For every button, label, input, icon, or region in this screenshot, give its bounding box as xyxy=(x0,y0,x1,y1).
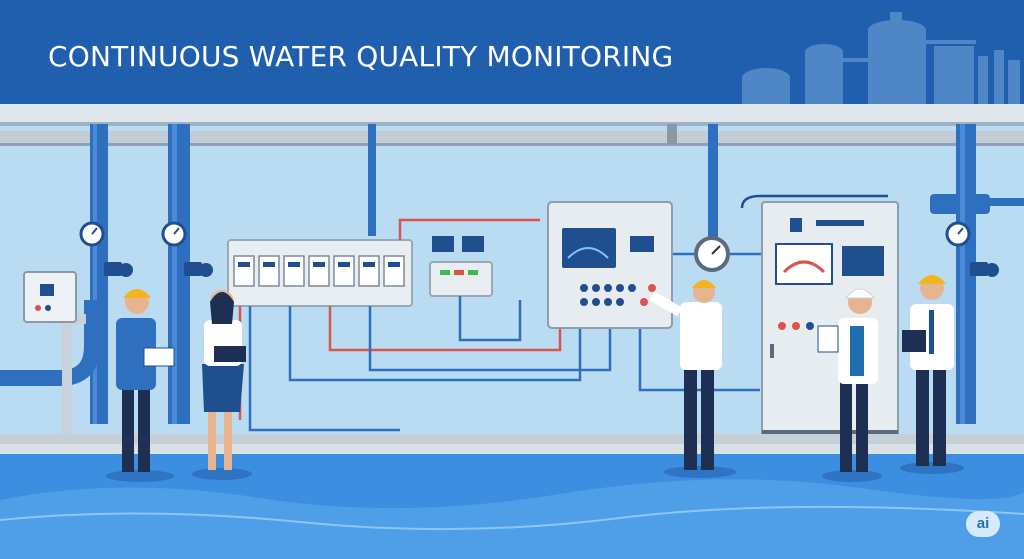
tablet-icon xyxy=(214,346,246,362)
floor xyxy=(0,434,1024,559)
plant-skyline xyxy=(742,12,1020,104)
clipboard-icon xyxy=(817,325,839,353)
valve-icon xyxy=(104,262,999,277)
sensor-module xyxy=(429,236,493,297)
control-panel-icon xyxy=(23,271,77,323)
hard-hat-icon xyxy=(918,275,946,284)
meter-icon xyxy=(227,239,413,307)
technician-woman-right xyxy=(817,288,882,482)
technician-woman-left xyxy=(192,290,252,480)
technician-right xyxy=(900,275,964,474)
overhead-pipes xyxy=(0,104,1024,146)
pipe-highlights xyxy=(93,124,965,424)
technician-center xyxy=(649,280,736,478)
main-control-panel xyxy=(547,201,673,329)
hard-hat-icon xyxy=(692,280,716,288)
page-title: CONTINUOUS WATER QUALITY MONITORING xyxy=(48,40,674,73)
technician-left xyxy=(106,289,175,482)
hard-hat-icon xyxy=(844,288,876,299)
clipboard-icon xyxy=(902,330,926,352)
pressure-gauge-icon xyxy=(79,221,971,272)
ai-badge: ai xyxy=(966,511,1000,537)
hard-hat-icon xyxy=(123,289,151,298)
header-banner: CONTINUOUS WATER QUALITY MONITORING xyxy=(0,0,1024,104)
clipboard-icon xyxy=(143,347,175,367)
